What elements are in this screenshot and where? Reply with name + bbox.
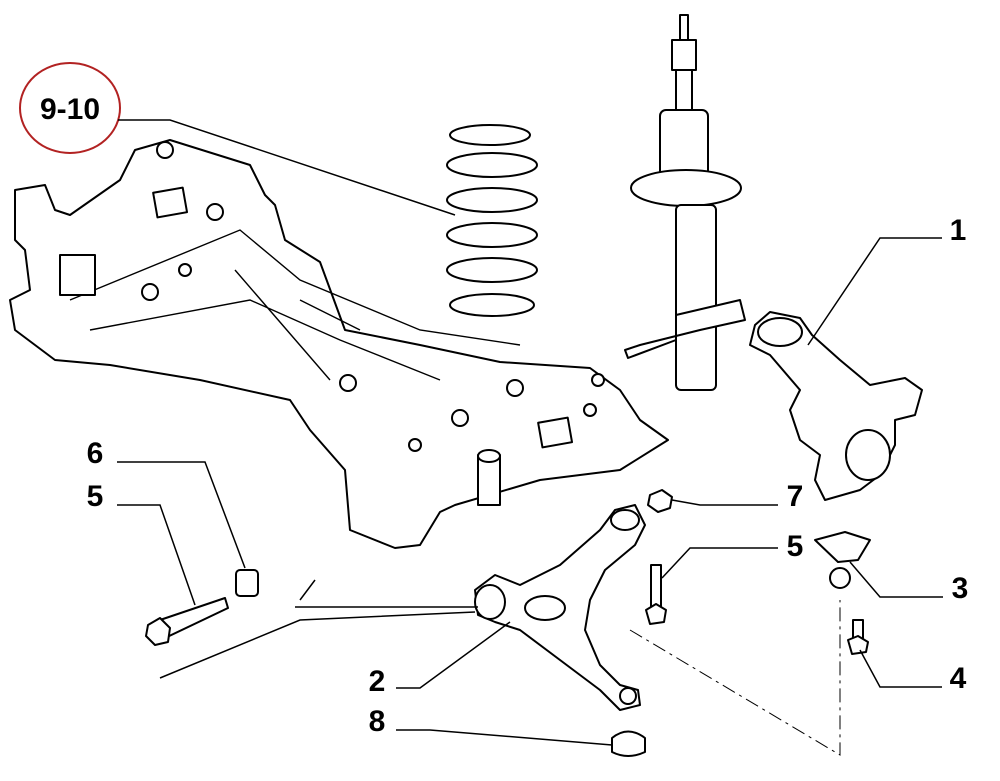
callout-label: 4 [950,662,967,695]
coil-spring-drawing [446,124,538,317]
callout-3: 3 [849,561,969,605]
subframe-drawing [9,139,669,549]
callout-label: 1 [950,214,967,247]
phantom-line [629,600,841,756]
callout-label: 5 [87,480,104,513]
callout-9-10: 9-10 [19,62,456,216]
callout-6: 6 [87,437,246,569]
callout-label: 8 [369,705,386,738]
callout-2: 2 [369,621,511,698]
callout-label: 2 [369,665,386,698]
callout-5-left: 5 [87,480,196,606]
shock-absorber-drawing [624,14,746,391]
callout-8: 8 [369,705,613,746]
assembly-line [159,579,478,679]
callout-1: 1 [807,214,967,346]
highlight-circle [19,62,121,154]
callout-label: 3 [952,572,969,605]
steering-knuckle-drawing [749,311,923,501]
callout-label: 7 [787,480,804,513]
callout-7: 7 [671,480,804,513]
callout-label: 6 [87,437,104,470]
small-parts-drawing [145,489,871,757]
callout-label: 5 [787,530,804,563]
callout-4: 4 [859,649,967,695]
lower-control-arm-drawing [474,504,646,711]
callout-label: 9-10 [40,93,100,126]
callout-5-right: 5 [661,530,804,579]
